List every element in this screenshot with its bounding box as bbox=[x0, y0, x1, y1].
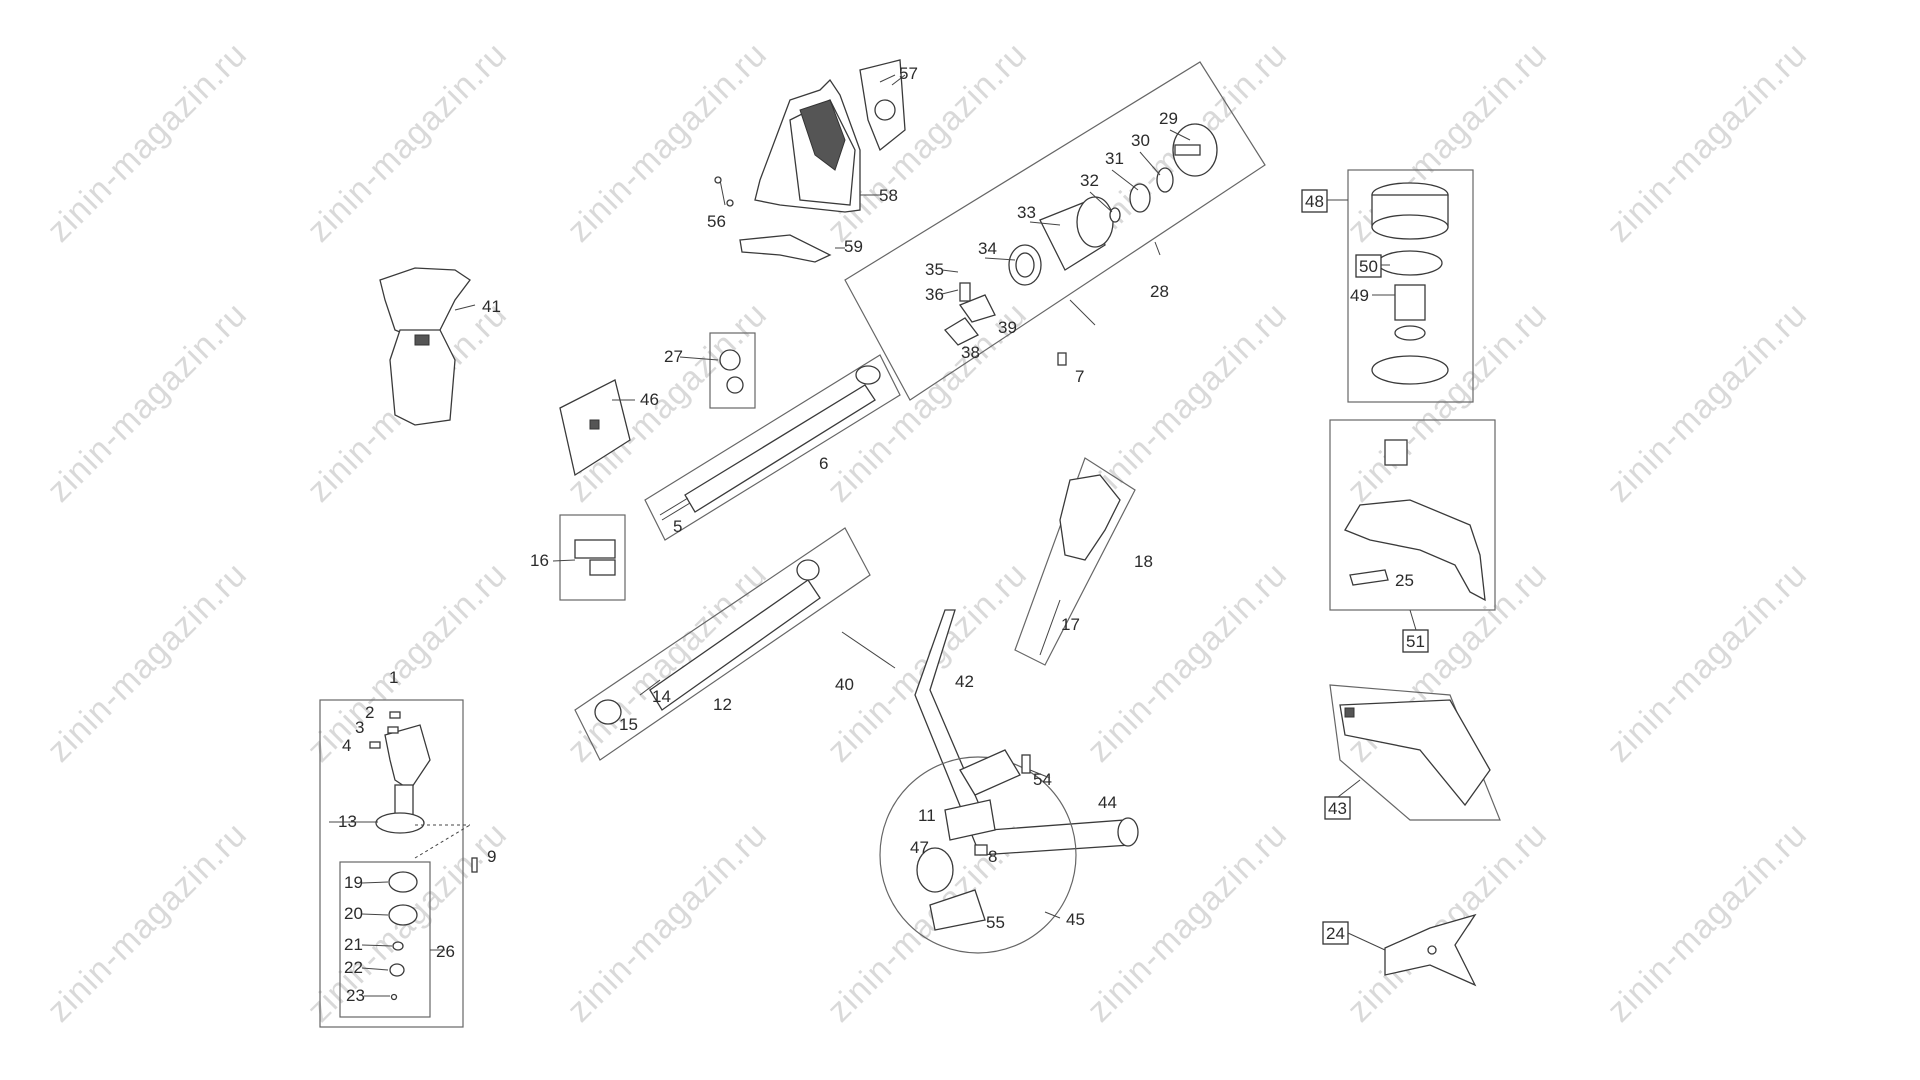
watermark-text: zinin-magazin.ru bbox=[1340, 815, 1555, 1030]
label-32: 32 bbox=[1080, 171, 1099, 190]
watermark-text: zinin-magazin.ru bbox=[40, 295, 255, 510]
label-16: 16 bbox=[530, 551, 549, 570]
label-43: 43 bbox=[1328, 799, 1347, 818]
watermark-text: zinin-magazin.ru bbox=[1600, 295, 1815, 510]
label-31: 31 bbox=[1105, 149, 1124, 168]
watermark-text: zinin-magazin.ru bbox=[1600, 815, 1815, 1030]
label-27: 27 bbox=[664, 347, 683, 366]
leader-lines bbox=[329, 74, 1417, 997]
watermark-text: zinin-magazin.ru bbox=[1600, 555, 1815, 770]
label-46: 46 bbox=[640, 390, 659, 409]
label-17: 17 bbox=[1061, 615, 1080, 634]
label-42: 42 bbox=[955, 672, 974, 691]
label-15: 15 bbox=[619, 715, 638, 734]
label-2: 2 bbox=[365, 703, 374, 722]
label-55: 55 bbox=[986, 913, 1005, 932]
guard bbox=[1329, 419, 1496, 611]
engine-cover-group bbox=[714, 59, 906, 263]
label-3: 3 bbox=[355, 718, 364, 737]
label-47: 47 bbox=[910, 838, 929, 857]
label-14: 14 bbox=[652, 687, 671, 706]
label-59: 59 bbox=[844, 237, 863, 256]
cable-40 bbox=[841, 631, 896, 669]
label-12: 12 bbox=[713, 695, 732, 714]
label-30: 30 bbox=[1131, 131, 1150, 150]
label-19: 19 bbox=[344, 873, 363, 892]
throttle-17-18 bbox=[1014, 457, 1136, 666]
label-49: 49 bbox=[1350, 286, 1369, 305]
label-26: 26 bbox=[436, 942, 455, 961]
clamp-27 bbox=[709, 332, 756, 409]
watermark-text: zinin-magazin.ru bbox=[300, 35, 515, 250]
label-4: 4 bbox=[342, 736, 351, 755]
label-23: 23 bbox=[346, 986, 365, 1005]
label-45: 45 bbox=[1066, 910, 1085, 929]
label-18: 18 bbox=[1134, 552, 1153, 571]
upper-shaft bbox=[644, 354, 901, 541]
label-11: 11 bbox=[918, 806, 936, 825]
blade-43 bbox=[1329, 684, 1501, 821]
blade-24 bbox=[1384, 913, 1477, 987]
handlebar bbox=[879, 609, 1139, 954]
label-1: 1 bbox=[389, 668, 398, 687]
label-8: 8 bbox=[988, 847, 997, 866]
watermark-text: zinin-magazin.ru bbox=[560, 35, 775, 250]
label-58: 58 bbox=[879, 186, 898, 205]
label-22: 22 bbox=[344, 958, 363, 977]
harness bbox=[379, 267, 471, 426]
label-6: 6 bbox=[819, 454, 828, 473]
watermark-text: zinin-magazin.ru bbox=[1080, 815, 1295, 1030]
watermark-text: zinin-magazin.ru bbox=[40, 35, 255, 250]
lower-shaft bbox=[574, 527, 871, 761]
label-39: 39 bbox=[998, 318, 1017, 337]
label-20: 20 bbox=[344, 904, 363, 923]
part-labels: 57 58 56 59 29 30 31 32 33 34 35 36 39 3… bbox=[338, 64, 1414, 1005]
label-56: 56 bbox=[707, 212, 726, 231]
plate-46 bbox=[559, 379, 631, 477]
clamp-16 bbox=[559, 514, 626, 601]
watermark-text: zinin-magazin.ru bbox=[40, 815, 255, 1030]
label-33: 33 bbox=[1017, 203, 1036, 222]
watermark-text: zinin-magazin.ru bbox=[40, 555, 255, 770]
label-9: 9 bbox=[487, 847, 496, 866]
label-24: 24 bbox=[1326, 924, 1345, 943]
label-36: 36 bbox=[925, 285, 944, 304]
label-57: 57 bbox=[899, 64, 918, 83]
watermark-text: zinin-magazin.ru bbox=[560, 815, 775, 1030]
label-28: 28 bbox=[1150, 282, 1169, 301]
gearbox-group bbox=[319, 699, 478, 1028]
label-48: 48 bbox=[1305, 192, 1324, 211]
label-41: 41 bbox=[482, 297, 501, 316]
label-25: 25 bbox=[1395, 571, 1414, 590]
label-40: 40 bbox=[835, 675, 854, 694]
watermark-text: zinin-magazin.ru bbox=[1080, 555, 1295, 770]
label-21: 21 bbox=[344, 935, 363, 954]
label-51: 51 bbox=[1406, 632, 1425, 651]
label-50: 50 bbox=[1359, 257, 1378, 276]
label-34: 34 bbox=[978, 239, 997, 258]
label-38: 38 bbox=[961, 343, 980, 362]
label-44: 44 bbox=[1098, 793, 1117, 812]
boxed-labels: 48 50 51 43 24 bbox=[1301, 189, 1429, 945]
label-5: 5 bbox=[673, 517, 682, 536]
watermark-text: zinin-magazin.ru bbox=[1080, 295, 1295, 510]
label-35: 35 bbox=[925, 260, 944, 279]
label-29: 29 bbox=[1159, 109, 1178, 128]
clutch-housing-group bbox=[844, 61, 1266, 401]
label-54: 54 bbox=[1033, 770, 1052, 789]
watermark-text: zinin-magazin.ru bbox=[1600, 35, 1815, 250]
label-7: 7 bbox=[1075, 367, 1084, 386]
